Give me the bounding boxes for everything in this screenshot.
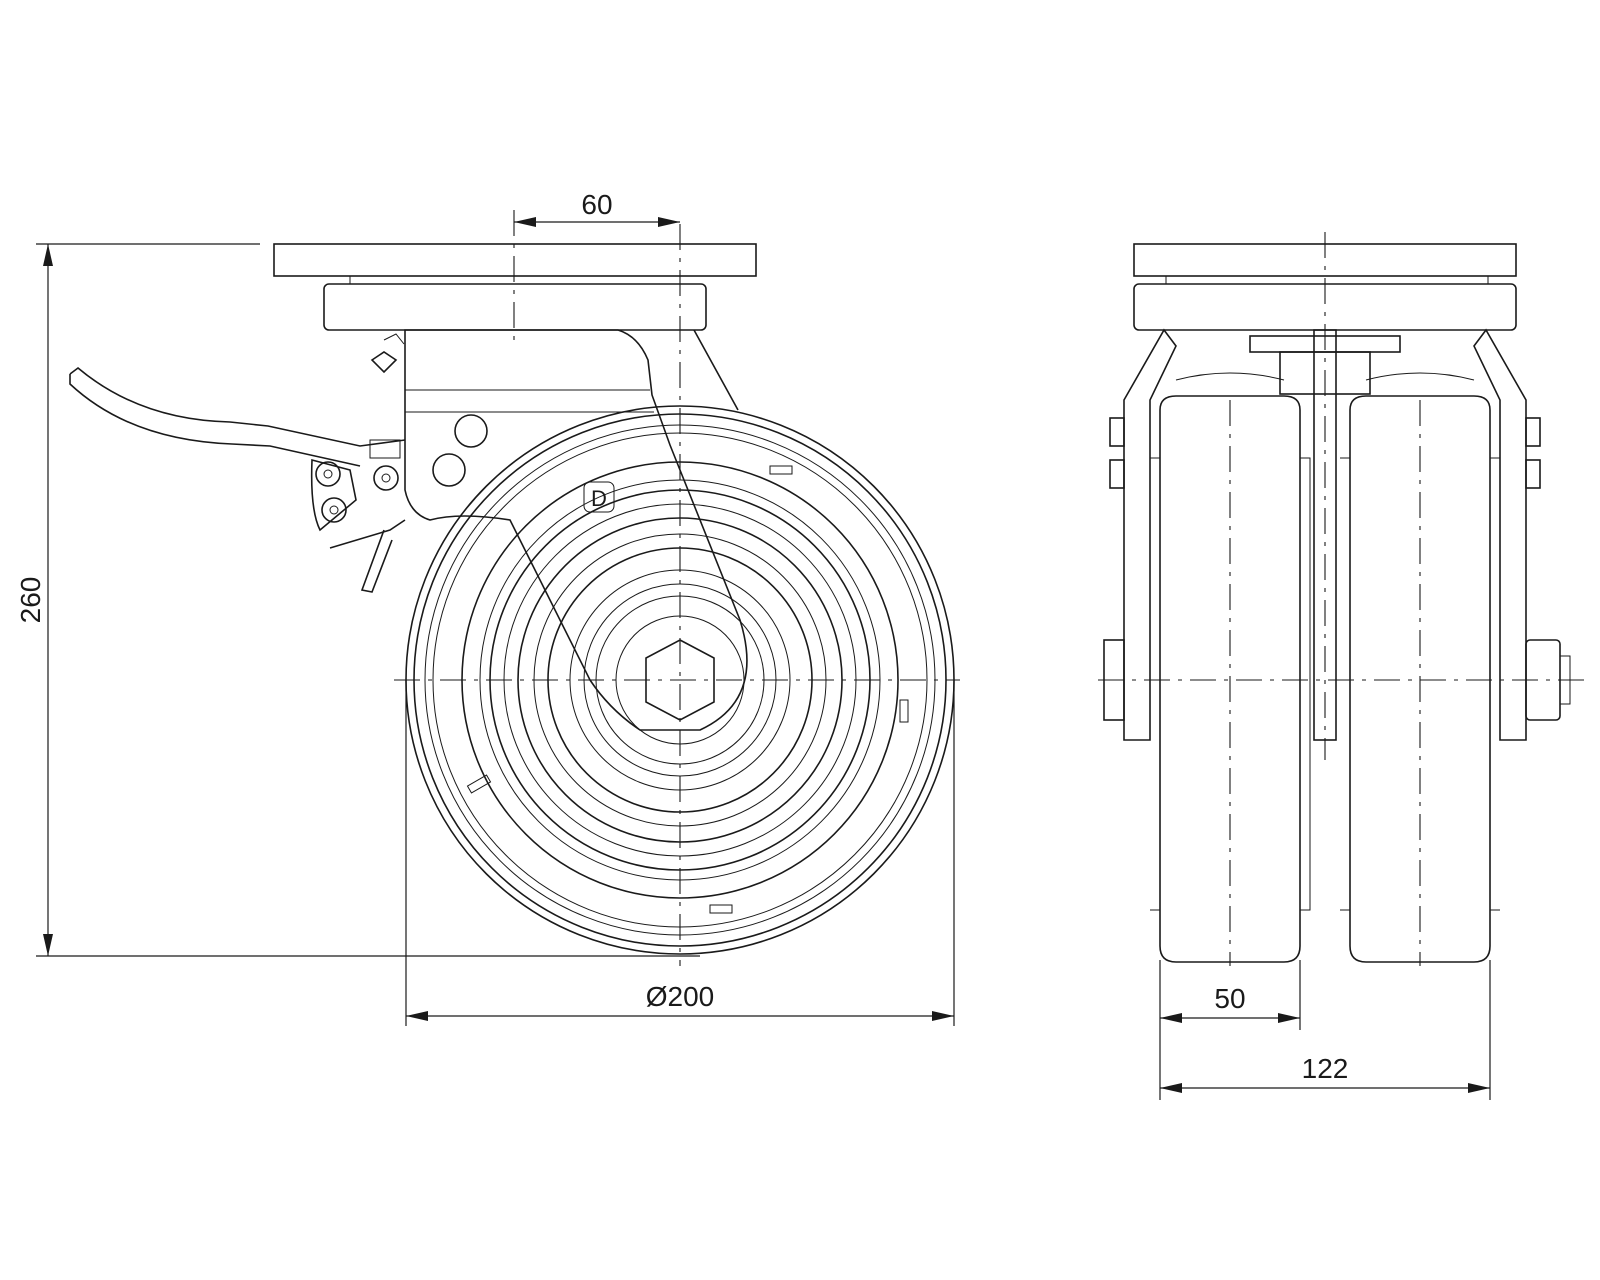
fork-leg — [404, 329, 748, 731]
dimension-260-label: 260 — [15, 577, 46, 624]
plate-gap — [349, 275, 681, 285]
front-wheel-left — [1150, 372, 1311, 963]
dimension-diameter-200-label: Ø200 — [646, 981, 715, 1012]
fork-bolt-lower — [432, 453, 466, 487]
dimension-122-label: 122 — [1302, 1053, 1349, 1084]
top-plate — [273, 243, 757, 277]
front-bolt-right-upper — [1525, 417, 1541, 447]
front-bolt-left-upper — [1109, 417, 1125, 447]
side-view: D — [69, 210, 960, 966]
front-fork-left — [1123, 328, 1177, 741]
fork-bolt-upper — [454, 414, 488, 448]
dimension-60: 60 — [514, 189, 680, 227]
front-plate-gap — [1165, 275, 1489, 285]
dimension-50: 50 — [1159, 960, 1301, 1100]
dimension-122: 122 — [1160, 960, 1491, 1100]
front-bolt-left-lower — [1109, 459, 1125, 489]
swivel-ring — [323, 283, 707, 331]
dimension-diameter-200: Ø200 — [405, 680, 955, 1026]
dimension-60-label: 60 — [581, 189, 612, 220]
dimension-50-label: 50 — [1214, 983, 1245, 1014]
front-bolt-right-lower — [1525, 459, 1541, 489]
front-view — [1098, 232, 1592, 966]
rear-fork-edge — [693, 329, 739, 411]
dimension-260: 260 — [15, 243, 700, 957]
brand-logo-icon: D — [583, 481, 615, 513]
svg-text:D: D — [591, 486, 607, 511]
brake-lever — [69, 333, 406, 593]
tread-marks — [466, 465, 909, 914]
front-wheel-right — [1340, 372, 1500, 963]
front-fork-right — [1473, 328, 1527, 741]
